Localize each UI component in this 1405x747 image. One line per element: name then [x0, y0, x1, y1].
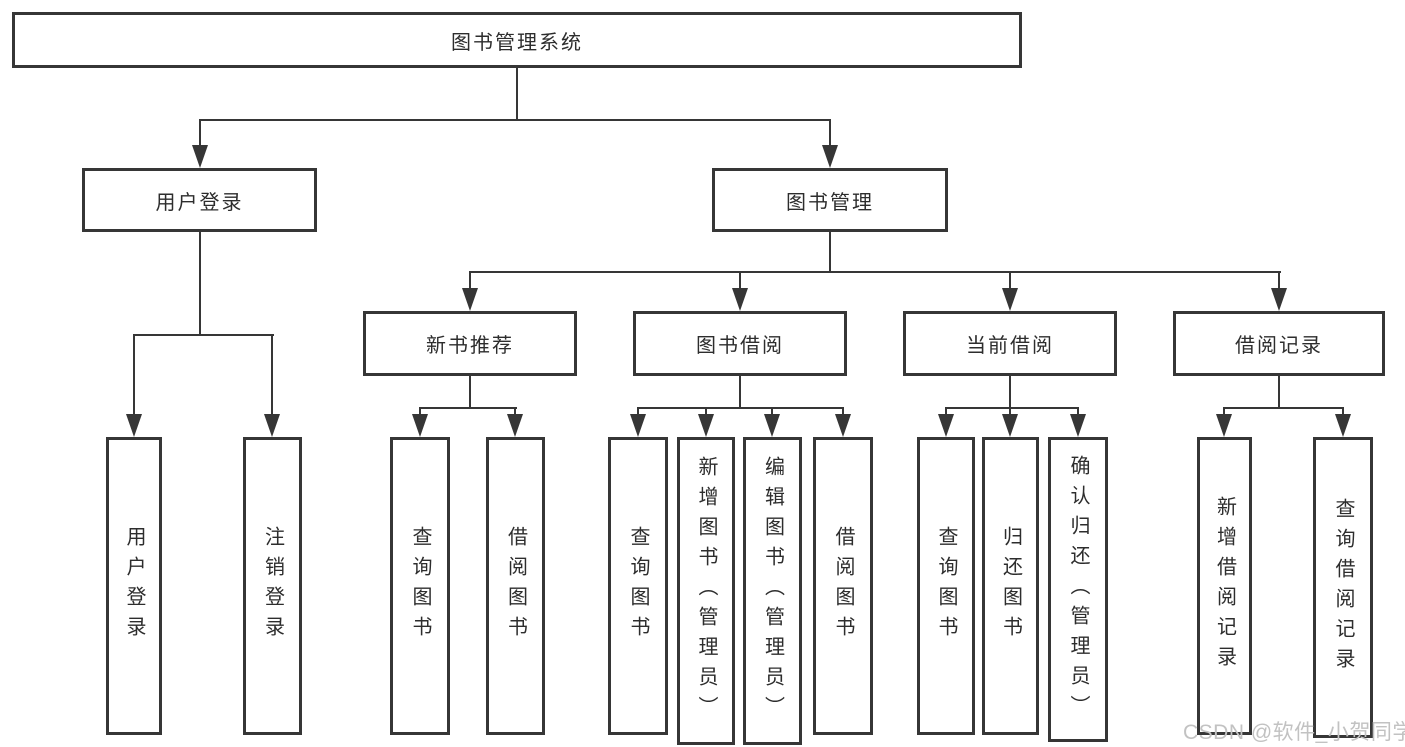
connector-line [133, 334, 274, 336]
connector-line [842, 408, 844, 416]
leaf-query-book-2-label: 查询图书 [627, 526, 649, 646]
leaf-return-book-label: 归还图书 [999, 526, 1022, 646]
csdn-watermark: CSDN @软件_小贺同学 [1183, 721, 1405, 744]
node-new-book-recommend-label: 新书推荐 [426, 335, 514, 357]
node-root-label: 图书管理系统 [451, 31, 583, 54]
arrowhead-down-icon [698, 414, 714, 437]
connector-line [271, 335, 273, 415]
connector-line [1278, 376, 1280, 408]
connector-line [705, 408, 707, 416]
leaf-query-book-1: 查询图书 [390, 437, 450, 735]
arrowhead-down-icon [1002, 414, 1018, 437]
connector-line [771, 408, 773, 416]
leaf-confirm-return-admin: 确认归还（管理员） [1048, 437, 1108, 742]
node-book-management-label: 图书管理 [786, 191, 874, 214]
connector-line [1009, 408, 1011, 416]
arrowhead-down-icon [630, 414, 646, 437]
leaf-query-borrow-record: 查询借阅记录 [1313, 437, 1373, 738]
connector-line [419, 407, 517, 409]
node-book-borrow: 图书借阅 [633, 311, 847, 376]
connector-line [945, 407, 1079, 409]
node-borrow-record-label: 借阅记录 [1235, 335, 1323, 357]
connector-line [199, 232, 201, 335]
leaf-borrow-book-2-label: 借阅图书 [832, 526, 854, 646]
arrowhead-down-icon [1216, 414, 1232, 437]
connector-line [1223, 407, 1344, 409]
connector-line [1278, 272, 1280, 289]
leaf-edit-book-admin-label: 编辑图书（管理员） [761, 456, 784, 726]
node-borrow-record: 借阅记录 [1173, 311, 1385, 376]
node-user-login-label: 用户登录 [155, 191, 244, 214]
arrowhead-down-icon [126, 414, 142, 437]
leaf-query-borrow-record-label: 查询借阅记录 [1332, 497, 1354, 678]
arrowhead-down-icon [1070, 414, 1086, 437]
connector-line [829, 232, 831, 272]
connector-line [469, 272, 471, 289]
leaf-add-book-admin: 新增图书（管理员） [677, 437, 735, 745]
leaf-query-book-3-label: 查询图书 [935, 526, 957, 646]
leaf-borrow-book-1-label: 借阅图书 [504, 526, 527, 646]
leaf-add-book-admin-label: 新增图书（管理员） [695, 456, 717, 726]
connector-line [739, 272, 741, 289]
node-new-book-recommend: 新书推荐 [363, 311, 577, 376]
connector-line [1009, 376, 1011, 408]
arrowhead-down-icon [462, 288, 478, 311]
arrowhead-down-icon [938, 414, 954, 437]
arrowhead-down-icon [835, 414, 851, 437]
leaf-borrow-book-1: 借阅图书 [486, 437, 545, 735]
node-user-login: 用户登录 [82, 168, 317, 232]
connector-line [133, 335, 135, 415]
arrowhead-down-icon [822, 145, 838, 168]
leaf-add-borrow-record: 新增借阅记录 [1197, 437, 1252, 735]
arrowhead-down-icon [412, 414, 428, 437]
connector-line [199, 119, 831, 121]
connector-line [514, 408, 516, 416]
arrowhead-down-icon [192, 145, 208, 168]
connector-line [469, 376, 471, 408]
leaf-borrow-book-2: 借阅图书 [813, 437, 873, 735]
connector-line [1342, 408, 1344, 416]
arrowhead-down-icon [764, 414, 780, 437]
connector-line [516, 68, 518, 120]
connector-line [199, 120, 201, 146]
leaf-return-book: 归还图书 [982, 437, 1039, 735]
connector-line [1077, 408, 1079, 416]
leaf-query-book-2: 查询图书 [608, 437, 668, 735]
connector-line [945, 408, 947, 416]
arrowhead-down-icon [1335, 414, 1351, 437]
leaf-logout: 注销登录 [243, 437, 302, 735]
leaf-query-book-1-label: 查询图书 [409, 526, 431, 646]
connector-line [739, 376, 741, 408]
node-book-borrow-label: 图书借阅 [696, 335, 784, 357]
leaf-add-borrow-record-label: 新增借阅记录 [1213, 496, 1236, 676]
connector-line [1009, 272, 1011, 289]
node-current-borrow-label: 当前借阅 [966, 335, 1054, 357]
leaf-user-login: 用户登录 [106, 437, 162, 735]
connector-line [637, 408, 639, 416]
leaf-query-book-3: 查询图书 [917, 437, 975, 735]
arrowhead-down-icon [732, 288, 748, 311]
node-current-borrow: 当前借阅 [903, 311, 1117, 376]
leaf-logout-label: 注销登录 [261, 526, 284, 646]
leaf-user-login-label: 用户登录 [123, 526, 145, 646]
arrowhead-down-icon [264, 414, 280, 437]
node-root: 图书管理系统 [12, 12, 1022, 68]
connector-line [469, 271, 1281, 273]
node-book-management: 图书管理 [712, 168, 948, 232]
connector-line [1223, 408, 1225, 416]
connector-line [637, 407, 844, 409]
leaf-edit-book-admin: 编辑图书（管理员） [743, 437, 802, 745]
connector-line [829, 120, 831, 146]
arrowhead-down-icon [507, 414, 523, 437]
arrowhead-down-icon [1002, 288, 1018, 311]
leaf-confirm-return-admin-label: 确认归还（管理员） [1067, 454, 1089, 725]
connector-line [419, 408, 421, 416]
arrowhead-down-icon [1271, 288, 1287, 311]
